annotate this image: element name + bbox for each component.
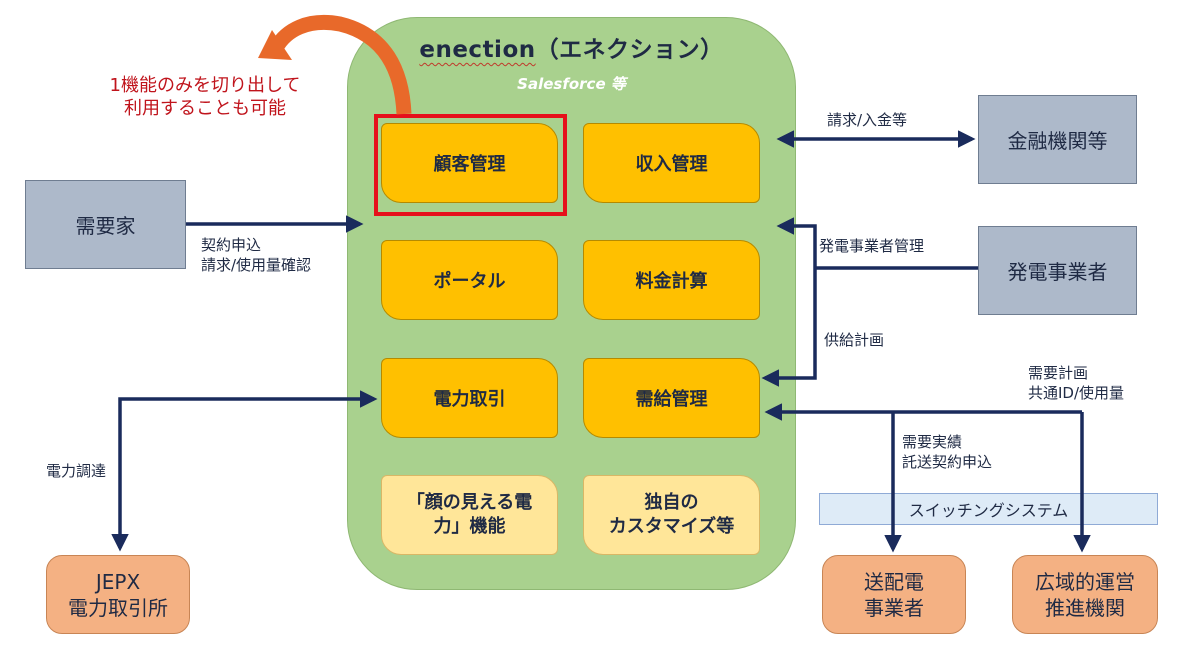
label-procurement: 電力調達: [46, 462, 107, 480]
label-line2: 共通ID/使用量: [1028, 384, 1125, 403]
box-label-line2: 事業者: [864, 595, 924, 620]
transmission-operator-box[interactable]: 送配電事業者: [822, 555, 966, 634]
module-label-line1: 「顔の見える電: [406, 491, 533, 513]
module-label-line2: 力」機能: [433, 516, 506, 537]
box-label: 金融機関等: [1007, 129, 1108, 153]
consumer-box[interactable]: 需要家: [25, 180, 186, 269]
label-line1: 契約申込: [201, 236, 262, 254]
module-portal[interactable]: ポータル: [381, 240, 558, 320]
box-label-line2: 推進機関: [1045, 595, 1125, 620]
curved-orange-arrow: [269, 15, 412, 115]
note-line1: 1機能のみを切り出して: [109, 75, 301, 96]
label-billing-payment: 請求/入金等: [827, 111, 908, 129]
module-power-trading[interactable]: 電力取引: [381, 358, 558, 438]
module-customization[interactable]: 独自のカスタマイズ等: [583, 475, 760, 555]
module-label: 料金計算: [635, 271, 708, 292]
platform-title-kana: （エネクション）: [535, 37, 724, 63]
platform-title: enection（エネクション）: [347, 30, 796, 64]
highlight-frame: [374, 114, 567, 216]
module-supply-demand[interactable]: 需給管理: [583, 358, 760, 438]
label-line1: 需要実績: [902, 433, 963, 451]
module-revenue-management[interactable]: 収入管理: [583, 123, 760, 203]
module-label: 収入管理: [635, 154, 708, 175]
box-label-line1: 広域的運営: [1035, 569, 1135, 594]
label-generator-management: 発電事業者管理: [819, 237, 925, 255]
module-label-line1: 独自の: [644, 491, 699, 513]
module-label: ポータル: [433, 271, 506, 292]
label-line2: 託送契約申込: [902, 453, 993, 472]
module-label: 電力取引: [433, 389, 506, 410]
box-label-line1: JEPX: [95, 569, 141, 594]
curved-orange-arrowhead: [258, 30, 292, 60]
occto-box[interactable]: 広域的運営推進機関: [1012, 555, 1158, 634]
arrow-jepx-trading: [111, 390, 378, 552]
financial-institution-box[interactable]: 金融機関等: [978, 95, 1137, 184]
label-contract: 契約申込 請求/使用量確認: [201, 235, 311, 276]
label-demand-actual: 需要実績 託送契約申込: [902, 432, 992, 473]
platform-brand: enection: [419, 37, 536, 63]
power-generator-box[interactable]: 発電事業者: [978, 226, 1137, 315]
module-label: 顧客管理: [433, 154, 506, 175]
box-label-line1: 送配電: [864, 569, 924, 594]
platform-subtitle: Salesforce 等: [517, 75, 626, 93]
module-billing-calculation[interactable]: 料金計算: [583, 240, 760, 320]
label-line1: 需要計画: [1028, 364, 1089, 382]
box-label: スイッチングシステム: [908, 501, 1069, 520]
arrow-generator-to-revenue: [776, 217, 817, 268]
arrow-generator-to-supply: [761, 268, 817, 387]
note-line2: 利用することも可能: [124, 98, 286, 120]
module-visible-power[interactable]: 「顔の見える電力」機能: [381, 475, 558, 555]
box-label: 発電事業者: [1007, 260, 1108, 284]
box-label-line2: 電力取引所: [68, 595, 168, 620]
module-customer-management[interactable]: 顧客管理: [381, 123, 558, 203]
box-label: 需要家: [75, 214, 136, 238]
module-label-line2: カスタマイズ等: [608, 516, 735, 537]
label-supply-plan: 供給計画: [824, 331, 885, 349]
separable-note: 1機能のみを切り出して 利用することも可能: [95, 74, 315, 121]
label-demand-plan: 需要計画 共通ID/使用量: [1028, 363, 1124, 404]
switching-system-box[interactable]: スイッチングシステム: [819, 493, 1158, 525]
module-label: 需給管理: [635, 389, 708, 410]
label-line2: 請求/使用量確認: [201, 256, 312, 275]
